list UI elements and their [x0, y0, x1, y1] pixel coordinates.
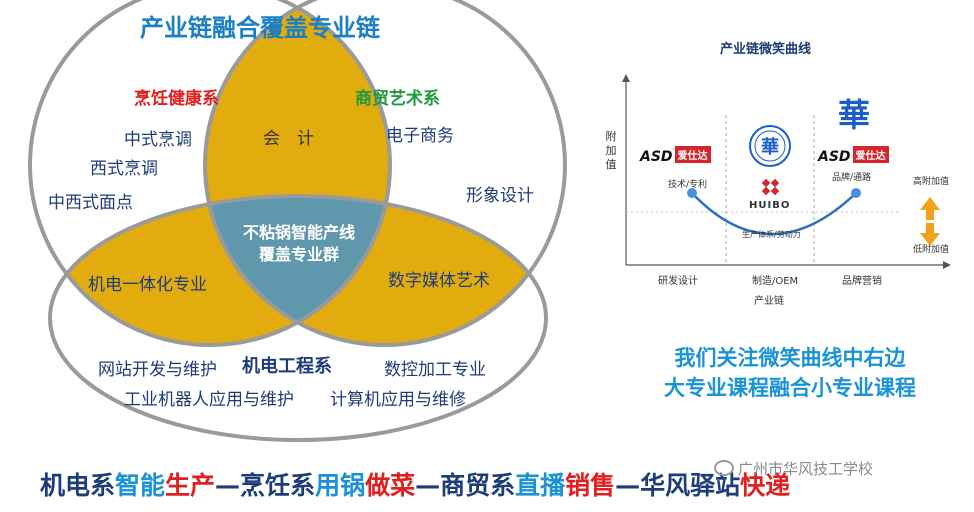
brand-left-text: ASD: [640, 149, 673, 165]
mechanical-item: 工业机器人应用与维护: [124, 390, 294, 410]
x-axis-label: 产业链: [754, 296, 784, 307]
wechat-icon: [714, 460, 734, 476]
x-category: 品牌营销: [842, 276, 882, 287]
huibo-logo-icon: [761, 178, 780, 196]
footer-part: —商贸系: [415, 471, 516, 500]
footer-part: —烹饪系: [215, 471, 316, 500]
center-label: 不粘锅智能产线 覆盖专业群: [206, 222, 392, 266]
footer-part: 机电系: [40, 471, 116, 500]
point-brand: [851, 188, 861, 198]
note-line2: 大专业课程融合小专业课程: [664, 376, 916, 400]
footer-part: 销售: [565, 471, 616, 500]
smile-curve-chart: 華: [622, 74, 951, 269]
point-label-production: 生产体系/劳动力: [742, 230, 801, 239]
footer-part: 生产: [165, 471, 216, 500]
cooking-item: 西式烹调: [90, 159, 158, 179]
huibo-text: HUIBO: [749, 200, 791, 211]
cooking-item: 中西式面点: [48, 193, 133, 213]
brand-left-tag: 爱仕达: [674, 146, 711, 163]
hua-character: 華: [838, 96, 871, 134]
brand-right-text: ASD: [818, 149, 851, 165]
label-trade: 商贸艺术系: [355, 89, 440, 109]
svg-text:華: 華: [761, 136, 779, 158]
intersection-label-digital-media: 数字媒体艺术: [388, 271, 490, 291]
arrow-down-icon: [920, 223, 940, 246]
footer-part: 快递: [740, 471, 791, 500]
intersection-label-mechatronics: 机电一体化专业: [88, 275, 207, 295]
label-mechanical: 机电工程系: [242, 356, 332, 377]
point-label-tech: 技术/专利: [668, 180, 708, 190]
mechanical-item: 数控加工专业: [384, 360, 486, 380]
point-label-brand: 品牌/通路: [832, 173, 872, 183]
footer-part: 智能: [115, 471, 166, 500]
x-category: 制造/OEM: [752, 276, 799, 287]
point-tech: [687, 188, 697, 198]
footer-part: 做菜: [365, 471, 416, 500]
trade-item: 电子商务: [386, 126, 454, 146]
venn-diagram: [28, 0, 567, 442]
center-label-line1: 不粘锅智能产线: [242, 223, 355, 242]
footer-part: 直播: [515, 471, 566, 500]
watermark-text: 广州市华风技工学校: [738, 460, 874, 478]
watermark: 广州市华风技工学校: [714, 458, 873, 479]
x-category: 研发设计: [658, 276, 698, 287]
venn-title: 产业链融合覆盖专业链: [140, 14, 380, 42]
footer-slogan: 机电系智能生产—烹饪系用锅做菜—商贸系直播销售—华风驿站快递: [40, 466, 790, 502]
label-cooking: 烹饪健康系: [134, 89, 219, 109]
brand-right-tag: 爱仕达: [852, 146, 889, 163]
center-label-line2: 覆盖专业群: [258, 245, 339, 264]
intersection-label-accounting: 会 计: [263, 129, 314, 149]
smile-curve-line: [691, 192, 857, 236]
footer-part: —华风驿站: [615, 471, 741, 500]
y-axis-label: 附加值: [605, 130, 617, 171]
mechanical-item: 网站开发与维护: [98, 360, 217, 380]
label-low-value: 低附加值: [913, 245, 950, 255]
trade-item: 形象设计: [466, 186, 534, 206]
intersection-center: [205, 196, 390, 345]
mechanical-item: 计算机应用与维修: [330, 390, 466, 410]
arrow-up-icon: [920, 197, 940, 220]
footer-part: 用锅: [315, 471, 366, 500]
smile-curve-title: 产业链微笑曲线: [720, 42, 812, 57]
cooking-item: 中式烹调: [124, 130, 192, 150]
note-line1: 我们关注微笑曲线中右边: [674, 346, 906, 370]
hua-seal-icon: [749, 125, 791, 167]
label-high-value: 高附加值: [913, 177, 950, 187]
